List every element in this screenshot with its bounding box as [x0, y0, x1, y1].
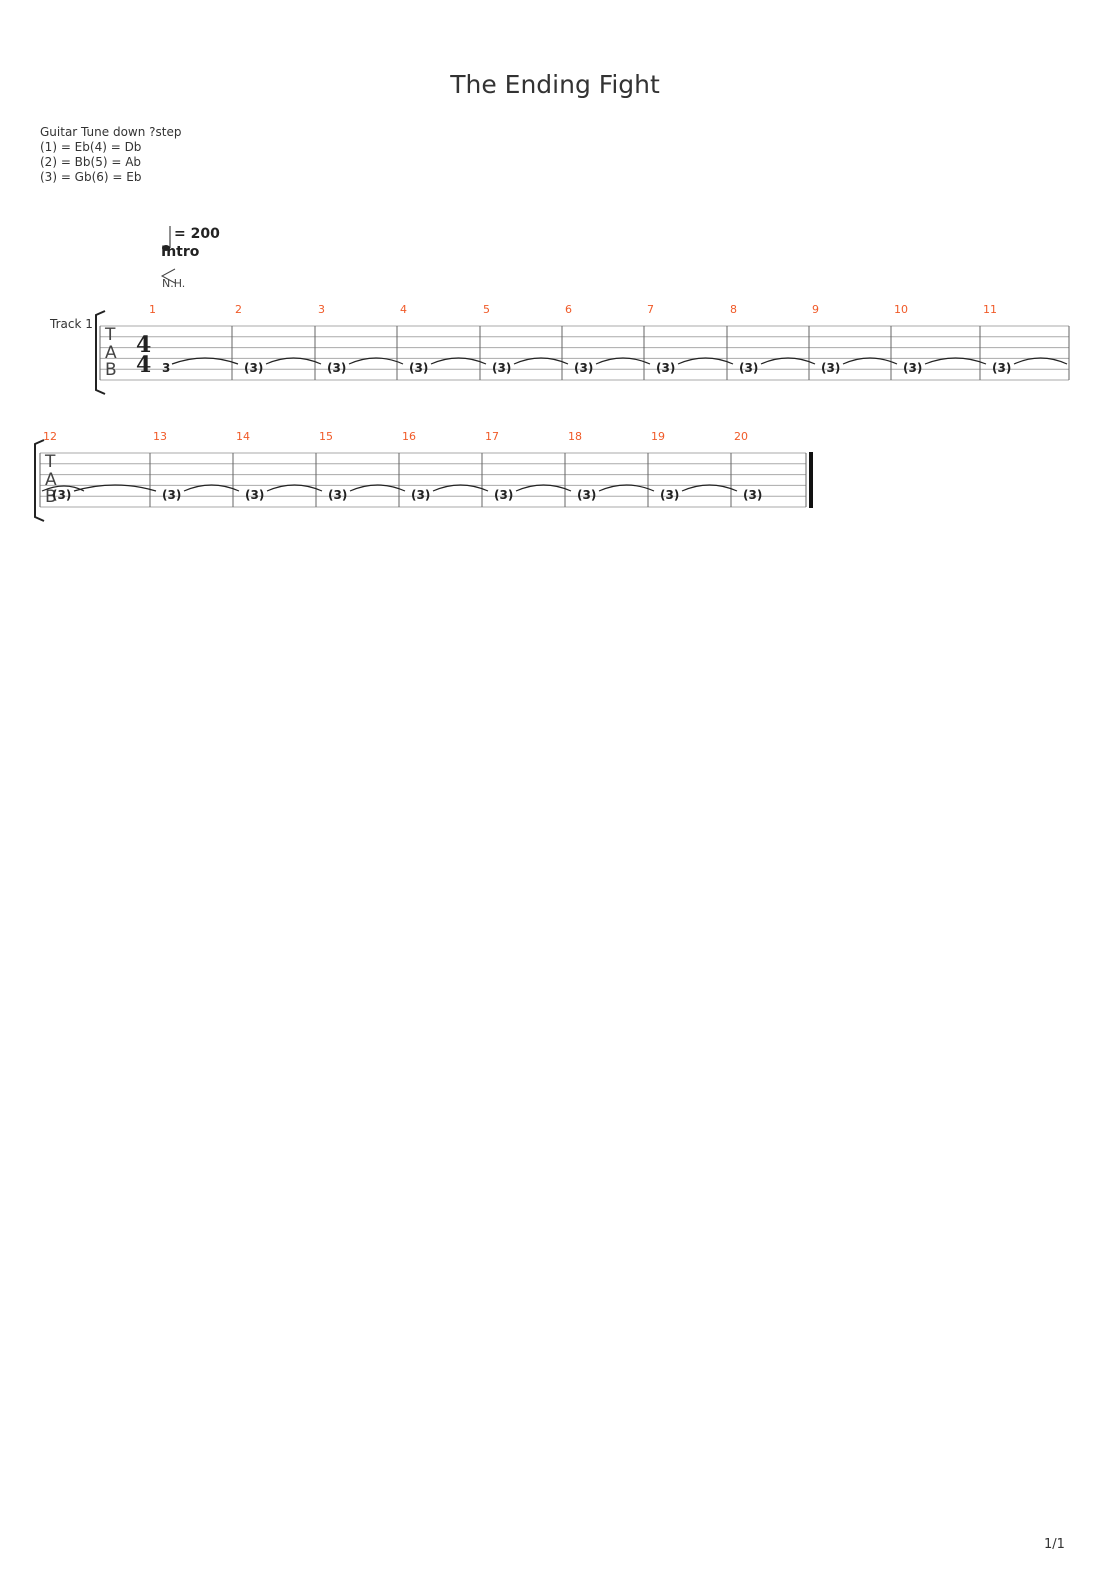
natural-harmonic-label: N.H.: [162, 277, 185, 290]
tab-system-2: TAB 12 (3) 13 (3) 14 (3) 15 (3) 16 (3) 17 (3) 18 (3) 19…: [34, 430, 813, 522]
tie-arc: [183, 484, 240, 492]
tie-arc: [681, 484, 738, 492]
time-signature-top: 4: [136, 332, 151, 358]
fret-number: (3): [574, 361, 593, 375]
measure-number: 8: [730, 303, 737, 316]
fret-number: 3: [162, 361, 170, 375]
tie-arc: [513, 357, 569, 365]
measure-number: 7: [647, 303, 654, 316]
tab-clef-letter: A: [105, 343, 117, 363]
tie-arc: [432, 484, 489, 492]
measure-number: 9: [812, 303, 819, 316]
measure-number: 13: [153, 430, 167, 443]
tie-arc: [515, 484, 572, 492]
tuning-info: Guitar Tune down ?step (1) = Eb(4) = Db …: [40, 125, 181, 185]
measure-number: 2: [235, 303, 242, 316]
tie-arc: [1013, 357, 1068, 365]
system-bracket: [34, 439, 45, 522]
tempo-marking: = 200: [162, 226, 220, 251]
fret-number: (3): [656, 361, 675, 375]
measure-number: 11: [983, 303, 997, 316]
measure-number: 6: [565, 303, 572, 316]
fret-number: (3): [494, 488, 513, 502]
tie-arc: [430, 357, 487, 365]
measure-number: 17: [485, 430, 499, 443]
tie-arc: [266, 484, 323, 492]
tab-clef-letter: B: [45, 487, 57, 507]
measure-number: 10: [894, 303, 908, 316]
page-number: 1/1: [1044, 1537, 1065, 1552]
tie-arc: [842, 357, 898, 365]
measure-number: 20: [734, 430, 748, 443]
tuning-line-2: (2) = Bb(5) = Ab: [40, 155, 142, 169]
fret-number: (3): [327, 361, 346, 375]
tie-arc: [760, 357, 816, 365]
measure-number: 18: [568, 430, 582, 443]
tuning-line-3: (3) = Gb(6) = Eb: [40, 170, 142, 184]
track-label: Track 1: [49, 317, 93, 331]
fret-number: (3): [903, 361, 922, 375]
time-signature-bottom: 4: [136, 352, 151, 378]
fret-number: (3): [409, 361, 428, 375]
measure-number: 19: [651, 430, 665, 443]
tab-clef-letter: T: [44, 452, 56, 472]
measure-number: 14: [236, 430, 250, 443]
measure-number: 5: [483, 303, 490, 316]
fret-number: (3): [162, 488, 181, 502]
measure-number: 15: [319, 430, 333, 443]
tempo-value: = 200: [174, 226, 220, 242]
system-bracket: [95, 310, 106, 395]
fret-number: (3): [577, 488, 596, 502]
tie-arc: [348, 357, 404, 365]
quarter-note-icon: [162, 245, 170, 251]
fret-number: (3): [244, 361, 263, 375]
fret-number: (3): [660, 488, 679, 502]
tie-arc: [598, 484, 655, 492]
tie-arc: [171, 357, 239, 365]
tab-system-1: TAB44132(3)3(3)4(3)5(3)6(3)7(3)8(3)9(3)1…: [95, 303, 1070, 395]
section-label: Intro: [161, 244, 200, 260]
fret-number: (3): [492, 361, 511, 375]
measure-number: 16: [402, 430, 416, 443]
crescendo-icon: [160, 268, 176, 284]
measure-number: 3: [318, 303, 325, 316]
fret-number: (3): [411, 488, 430, 502]
fret-number: (3): [52, 488, 71, 502]
tie-arc: [73, 484, 157, 492]
harmonic-marking: N.H.: [160, 268, 185, 290]
final-barline: [809, 452, 813, 508]
tab-clef-letter: T: [104, 325, 116, 345]
tab-clef-letter: A: [45, 470, 57, 490]
tab-clef-letter: B: [105, 360, 117, 380]
measure-number: 12: [43, 430, 57, 443]
fret-number: (3): [739, 361, 758, 375]
tie-arc: [265, 357, 322, 365]
fret-number: (3): [328, 488, 347, 502]
fret-number: (3): [992, 361, 1011, 375]
tie-arc: [595, 357, 651, 365]
fret-number: (3): [821, 361, 840, 375]
tuning-line-1: (1) = Eb(4) = Db: [40, 140, 142, 154]
fret-number: (3): [743, 488, 762, 502]
tie-arc: [349, 484, 406, 492]
song-title: The Ending Fight: [450, 70, 660, 99]
measure-number: 1: [149, 303, 156, 316]
fret-number: (3): [245, 488, 264, 502]
tuning-header: Guitar Tune down ?step: [40, 125, 182, 139]
measure-number: 4: [400, 303, 407, 316]
tie-arc: [924, 357, 987, 365]
tie-arc: [677, 357, 734, 365]
